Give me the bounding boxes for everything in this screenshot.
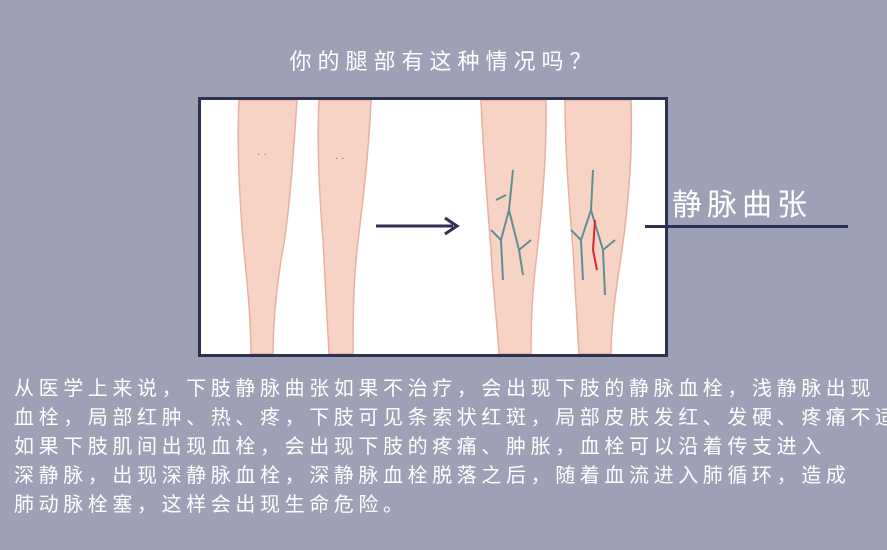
description-line: 深静脉，出现深静脉血栓，深静脉血栓脱落之后，随着血流进入肺循环，造成 (14, 463, 851, 487)
description-line: 从医学上来说，下肢静脉曲张如果不治疗，会出现下肢的静脉血栓，浅静脉出现 (14, 376, 875, 400)
svg-text:· ·: · · (257, 150, 267, 161)
description-text: 从医学上来说，下肢静脉曲张如果不治疗，会出现下肢的静脉血栓，浅静脉出现 血栓，局… (14, 374, 887, 519)
varicose-leg-right (564, 100, 633, 354)
varicose-leg-left (480, 100, 547, 354)
label-pointer-line (645, 225, 848, 228)
normal-leg-left: · · (237, 100, 298, 354)
normal-leg-right: · · (317, 100, 372, 354)
arrow-icon (376, 216, 460, 236)
description-line: 血栓，局部红肿、热、疼，下肢可见条索状红斑，局部皮肤发红、发硬、疼痛不适， (14, 405, 887, 429)
page-title: 你的腿部有这种情况吗？ (289, 50, 598, 75)
description-line: 肺动脉栓塞，这样会出现生命危险。 (14, 492, 408, 516)
varicose-veins-label: 静脉曲张 (672, 188, 812, 223)
legs-illustration: · · · · (198, 97, 668, 357)
svg-text:· ·: · · (335, 154, 345, 165)
description-line: 如果下肢肌间出现血栓，会出现下肢的疼痛、肿胀，血栓可以沿着传支进入 (14, 434, 826, 458)
